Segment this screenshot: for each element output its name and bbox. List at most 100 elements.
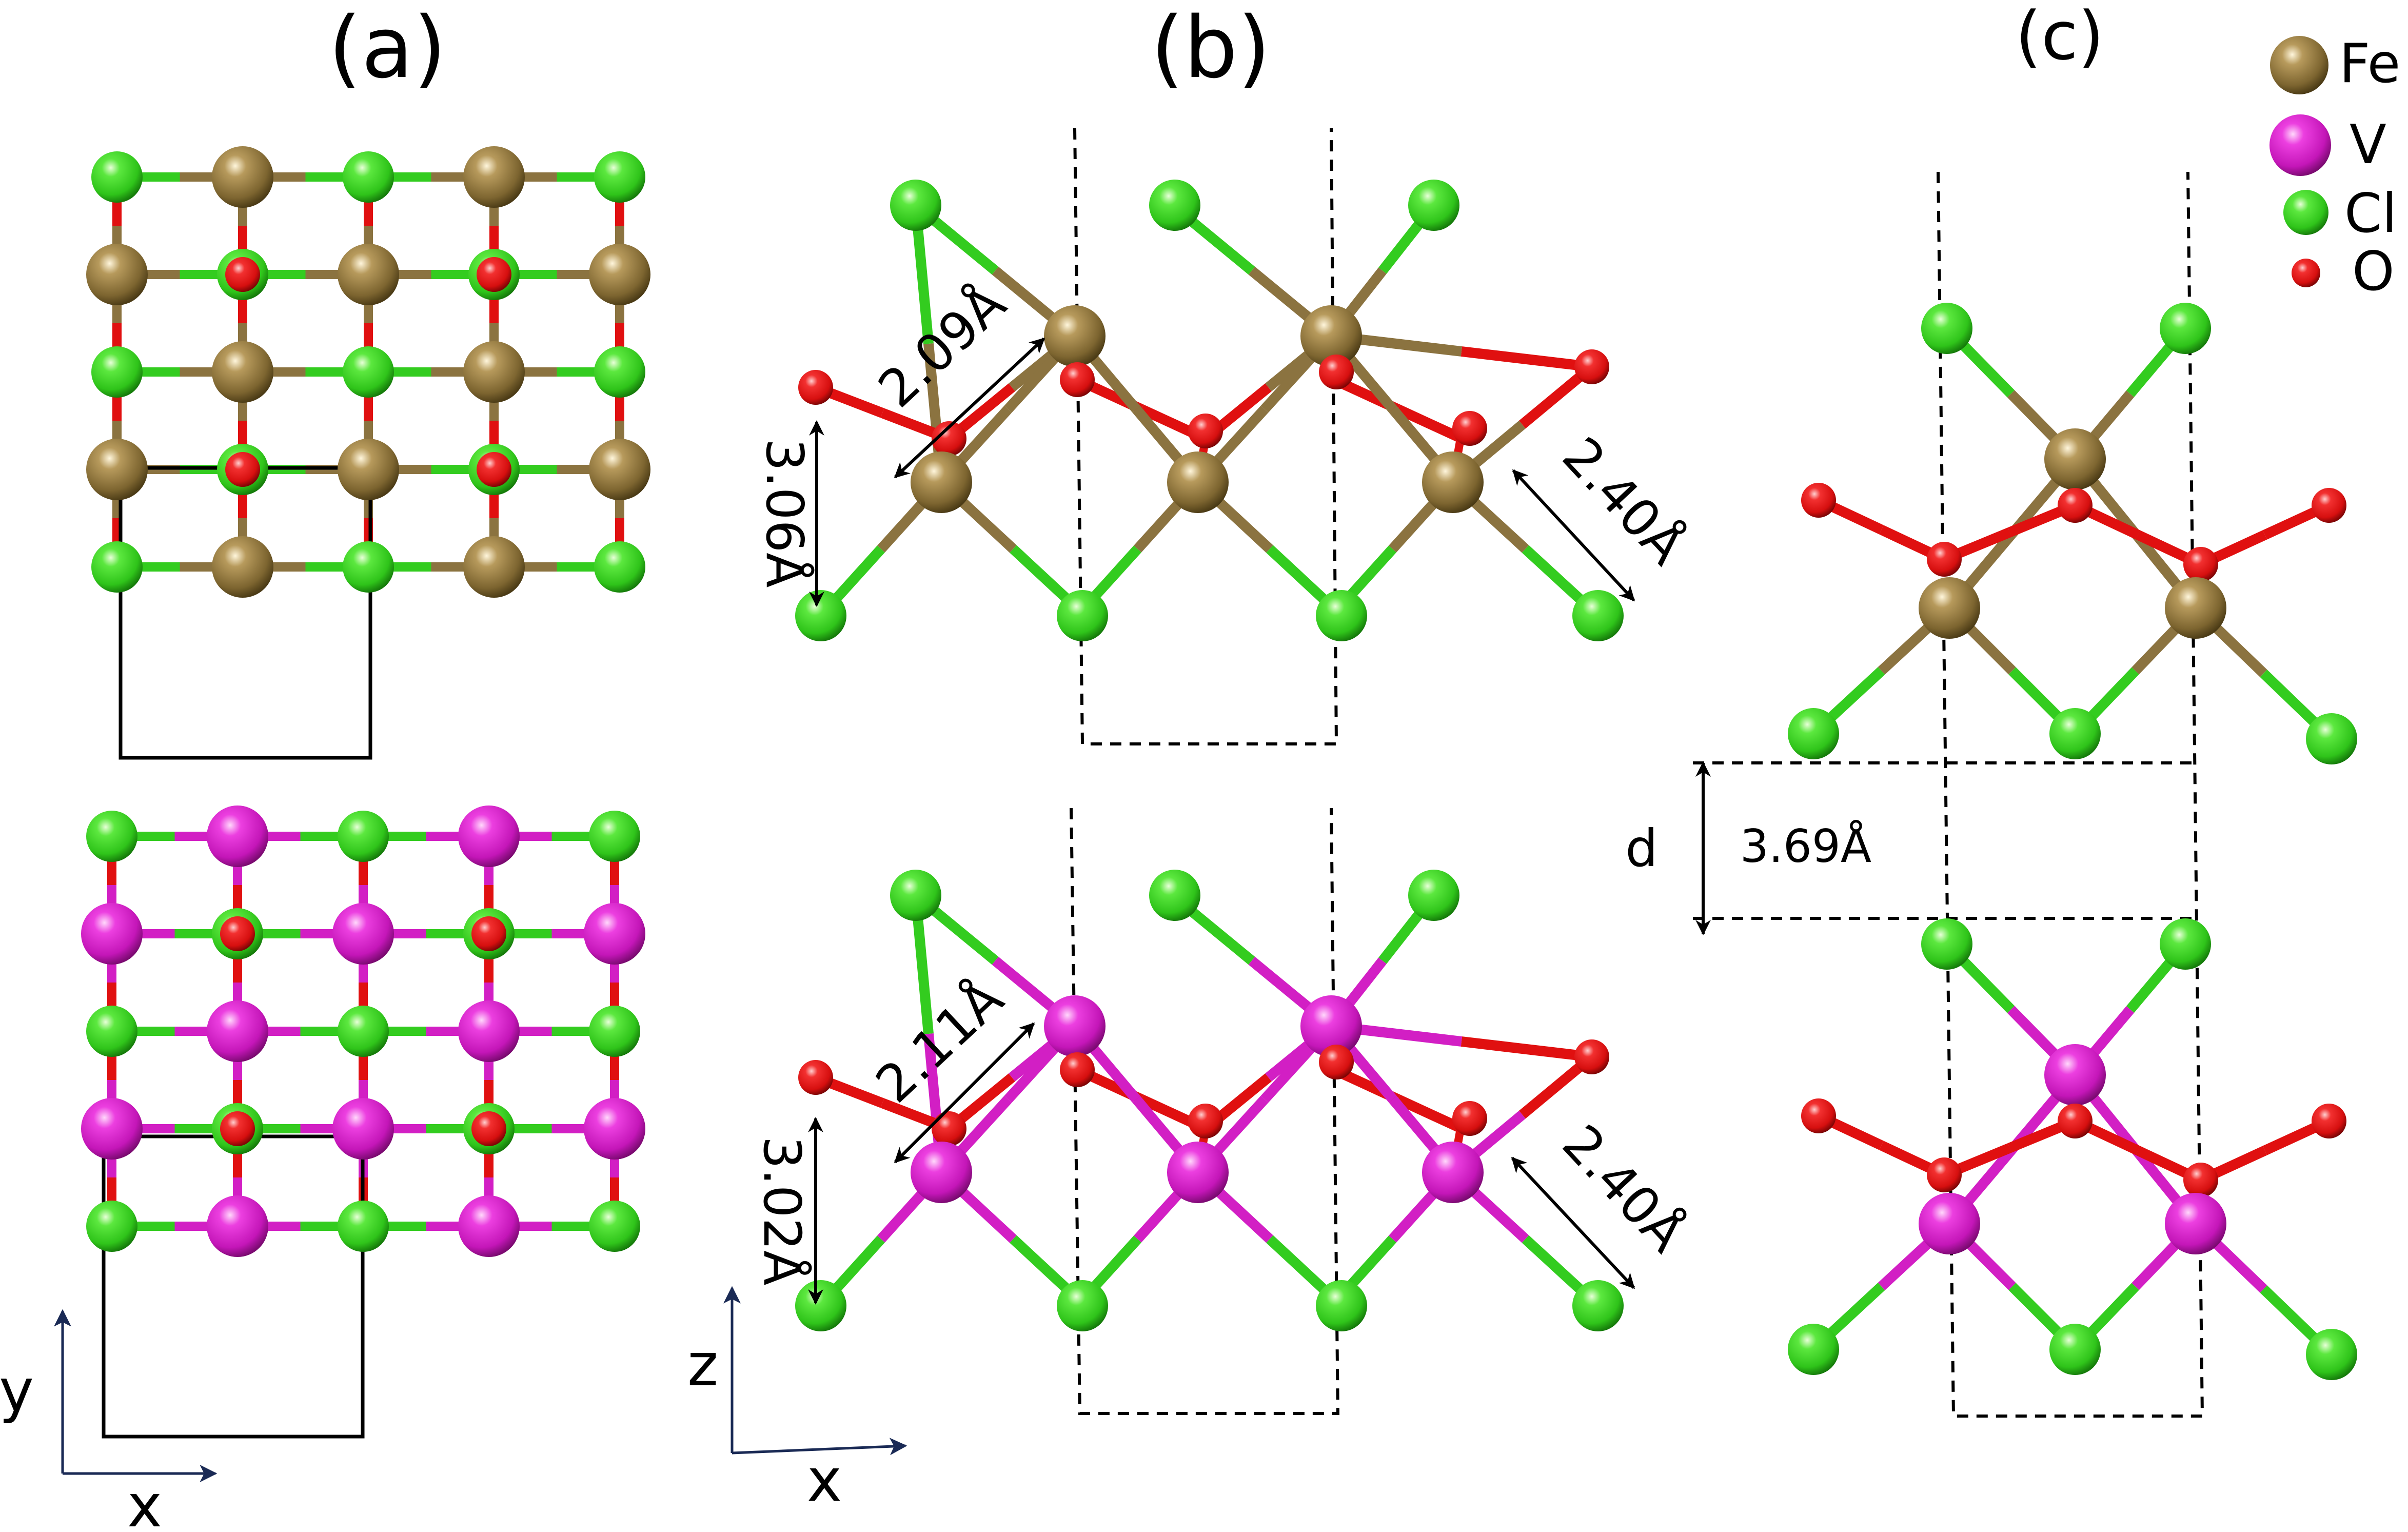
fe-top-view-cl-atom (343, 346, 394, 398)
v-side-view-cl-atom (890, 870, 941, 921)
fe-bond-long-arrow (1512, 469, 1635, 602)
fe-bilayer-cl-atom (2049, 708, 2101, 759)
v-side-view-metal-atom (1422, 1142, 1484, 1203)
fe-side-view-bond (1330, 331, 1593, 372)
v-bilayer-o-atom (1927, 1157, 1962, 1192)
v-height-label: 3.02Å (752, 1136, 813, 1285)
fe-top-view-cl-atom (594, 151, 645, 203)
fe-top-view-metal-atom (86, 244, 148, 305)
fe-bilayer-bond (1942, 500, 2077, 564)
fe-bilayer-bond (2198, 500, 2332, 569)
interlayer-distance-label: 3.69Å (1740, 820, 1871, 873)
fe-top-view-cl-atom (91, 346, 143, 398)
v-side-view-metal-atom (1044, 995, 1106, 1057)
v-bilayer-bond (2073, 1116, 2203, 1185)
fe-side-view-cl-atom (1572, 590, 1624, 641)
v-top-view-metal-atom (458, 806, 520, 867)
fe-bilayer-cl-atom (1921, 303, 1972, 354)
v-bilayer-metal-atom (2165, 1193, 2226, 1254)
legend: Fe V Cl O (2269, 32, 2400, 303)
v-top-view-o-atom (471, 1111, 506, 1146)
fe-top-view-cl-atom (91, 541, 143, 593)
fe-side-view-metal-atom (1044, 305, 1106, 367)
v-top-view-metal-atom (584, 1098, 645, 1160)
fe-side-view-o-atom (1188, 414, 1223, 448)
v-bond-long-label: 2.40Å (1551, 1113, 1697, 1263)
fe-top-view-metal-atom (463, 536, 525, 598)
fe-top-view-metal-atom (212, 536, 273, 598)
axis-a-x-label: x (127, 1472, 162, 1532)
v-bilayer-o-atom (1801, 1098, 1836, 1133)
axis-b-x-arrow (732, 1438, 907, 1456)
legend-v-label: V (2350, 113, 2386, 176)
fe-side-view-o-atom (1574, 349, 1609, 384)
v-side-view-metal-atom (1167, 1142, 1229, 1203)
axis-b-z-label: z (687, 1331, 718, 1400)
v-side-view-cl-atom (1316, 1280, 1367, 1331)
v-top-view-metal-atom (458, 1195, 520, 1257)
v-side-view-metal-atom (911, 1142, 972, 1203)
fe-top-view-metal-atom (589, 439, 650, 500)
v-top-view-metal-atom (584, 903, 645, 965)
fe-bilayer-o-atom (1801, 483, 1836, 518)
v-bilayer-bond (1816, 1111, 1947, 1180)
fe-bilayer-cl-atom (1788, 708, 1839, 759)
fe-bilayer-metal-atom (2044, 428, 2106, 490)
fe-top-view-metal-atom (463, 146, 525, 208)
fe-top-view-metal-atom (338, 439, 399, 500)
legend-o-label: O (2352, 240, 2395, 303)
panel-label-a: (a) (328, 0, 446, 97)
axis-a-y-label: y (0, 1357, 34, 1425)
fe-top-view-o-atom (477, 257, 511, 292)
legend-fe-swatch (2270, 36, 2328, 94)
v-bilayer-metal-atom (1919, 1193, 1980, 1254)
fe-top-view-cl-atom (594, 346, 645, 398)
panel-label-c: (c) (2016, 0, 2104, 75)
fe-bilayer-bond (1816, 495, 1947, 564)
v-top-view-metal-atom (332, 903, 394, 965)
v-top-view-metal-atom (332, 1098, 394, 1160)
fe-side-view-o-atom (1319, 355, 1354, 389)
v-top-view-cl-atom (86, 811, 137, 862)
fe-bond-long-label: 2.40Å (1551, 425, 1697, 576)
legend-o-swatch (2292, 259, 2320, 287)
v-side-view-cl-atom (1408, 870, 1459, 921)
fe-bilayer-cl-atom (2160, 303, 2211, 354)
fe-top-view-metal-atom (589, 244, 650, 305)
fe-side-view-o-atom (798, 370, 833, 405)
v-bilayer-o-atom (2183, 1163, 2218, 1197)
fe-side-view-cl-atom (1316, 590, 1367, 641)
fe-bilayer-o-atom (2058, 488, 2093, 523)
v-side-view-bond (1330, 1021, 1593, 1062)
fe-bilayer-cl-atom (2306, 713, 2357, 764)
axes-triad-a: y x (0, 1309, 218, 1532)
v-top-view-o-atom (220, 916, 255, 951)
v-bilayer-cl-atom (2049, 1324, 2101, 1375)
v-top-view-o-atom (220, 1111, 255, 1146)
v-top-view-metal-atom (81, 1098, 143, 1160)
fe-bilayer-o-atom (1927, 542, 1962, 577)
v-side-view-o-atom (932, 1111, 966, 1146)
axis-b-x-label: x (807, 1446, 842, 1515)
v-side-view-cl-atom (1149, 870, 1200, 921)
v-top-view-o-atom (471, 916, 506, 951)
fe-top-view-metal-atom (212, 341, 273, 403)
v-top-view-metal-atom (81, 903, 143, 965)
fe-top-view-o-atom (225, 452, 260, 487)
fe-side-view-o-atom (1452, 411, 1487, 446)
v-bilayer-cl-atom (1921, 918, 1972, 970)
v-side-view-o-atom (1574, 1039, 1609, 1074)
v-top-view-cl-atom (86, 1006, 137, 1057)
fe-bilayer-o-atom (2312, 488, 2346, 523)
fe-bond-short-arrow (894, 337, 1045, 479)
fe-bilayer-metal-atom (2165, 577, 2226, 639)
fe-top-view-cl-atom (91, 151, 143, 203)
fe-top-view-cl-atom (343, 151, 394, 203)
v-side-view-cl-atom (1572, 1280, 1624, 1331)
v-top-view-cl-atom (589, 811, 640, 862)
fe-top-view-metal-atom (338, 244, 399, 305)
v-top-view-cl-atom (589, 1201, 640, 1252)
atoms-layer (81, 146, 2357, 1380)
fe-side-view-metal-atom (911, 451, 972, 513)
